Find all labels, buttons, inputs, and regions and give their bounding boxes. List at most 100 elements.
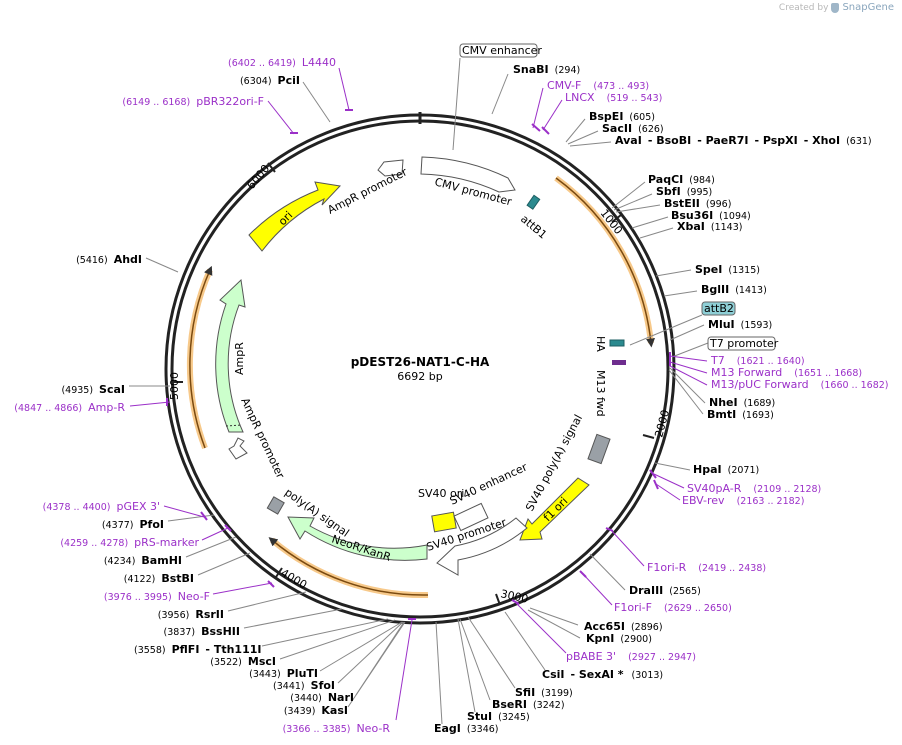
primer-cmv-f: CMV-F(473 .. 493) [547,79,649,92]
feature-attb1 [526,194,541,210]
feature-label-ampr-promoter-lower: AmpR promoter [238,396,287,481]
boxed-label-attb2: attB2 [704,302,734,315]
enzyme-acc65i: Acc65I(2896) [584,620,663,633]
enzyme-stui: StuI(3245) [467,710,530,723]
snapgene-credit: Created by SnapGene [779,2,894,13]
feature-label-attb1: attB1 [518,212,549,241]
feature-sv40-enhancer [453,502,489,532]
tick-1000 [611,214,622,223]
primer-pgex-3: (4378 .. 4400)pGEX 3' [43,500,160,513]
enzyme-nhei: NheI(1689) [709,396,775,409]
enzyme-kasi: (3439)KasI [284,704,348,717]
enzyme-pluti: (3443)PluTI [249,667,318,680]
primer-f1ori-f: F1ori-F(2629 .. 2650) [614,601,732,614]
boxed-label-t7-promoter: T7 promoter [709,337,779,350]
primer-pbabe-3: pBABE 3'(2927 .. 2947) [566,650,696,663]
enzyme-pflfi: (3558)PflFI- Tth111I [134,643,261,656]
feature-neor-kanr [287,516,428,561]
map-name: pDEST26-NAT1-C-HA [351,355,490,369]
enzyme-spei: SpeI(1315) [695,263,760,276]
feature-sv40-polya-signal [587,433,611,465]
boxed-label-cmv-enhancer: CMV enhancer [462,44,542,57]
enzyme-sbfi: SbfI(995) [656,185,712,198]
feature-sv40-promoter [436,517,528,576]
tick-4000 [275,567,283,578]
tick-2000 [642,434,655,439]
enzyme-pfoi: (4377)PfoI [102,518,164,531]
tick-label-5000: 5000 [168,372,181,400]
enzyme-bstbi: (4122)BstBI [124,572,194,585]
feature-m13-fwd [612,360,626,365]
enzyme-labels: SnaBI(294) BspEI(605) SacII(626) AvaI- B… [61,63,871,735]
primer-m13-puc-forward: M13/pUC Forward(1660 .. 1682) [711,378,889,391]
map-length: 6692 bp [397,370,442,383]
primer-neo-r: (3366 .. 3385)Neo-R [283,722,391,735]
enzyme-bamhi: (4234)BamHI [104,554,182,567]
credit-prefix: Created by [778,2,829,13]
primer-amp-r: (4847 .. 4866)Amp-R [14,401,125,414]
orf-arcs [186,175,655,599]
enzyme-bsteii: BstEII(996) [664,197,731,210]
feature-ampr [215,278,246,433]
enzyme-xbai: XbaI(1143) [677,220,742,233]
feature-ha [609,339,625,347]
boxed-attb2 [701,301,736,316]
primer-prs-marker: (4259 .. 4278)pRS-marker [60,536,199,549]
tick-3000 [495,593,501,606]
enzyme-bsshii: (3837)BssHII [164,625,240,638]
feature-small-white-arrow [377,159,404,177]
primer-t7: T7(1621 .. 1640) [710,354,805,367]
boxed-t7-promoter [707,336,776,351]
feature-ampr-dashed-mark [225,424,243,427]
tick-marks [171,162,655,606]
orf-arc-bottom-line [268,537,429,596]
feature-label-m13-fwd: M13 fwd [594,370,607,417]
enzyme-snabi: SnaBI(294) [513,63,580,76]
enzyme-hpai: HpaI(2071) [693,463,759,476]
credit-brand: SnapGene [842,2,894,13]
primer-l4440: (6402 .. 6419)L4440 [228,56,336,69]
orf-arc-left-line [189,265,213,449]
enzyme-pcii: (6304)PciI [240,74,300,87]
enzyme-bspei: BspEI(605) [589,110,655,123]
enzyme-msci: (3522)MscI [210,655,276,668]
enzyme-rsrii: (3956)RsrII [158,608,224,621]
snapgene-logo-icon [831,2,840,13]
enzyme-bseri: BseRI(3242) [492,698,565,711]
feature-ori [248,181,342,252]
backbone-inner-ring [170,119,670,619]
enzyme-kpni: KpnI(2900) [586,632,652,645]
feature-label-ampr: AmpR [233,342,246,375]
feature-label-ha: HA [594,336,607,352]
enzyme-csii: CsiI- SexAI *(3013) [542,668,663,681]
tick-6000 [267,162,276,173]
orf-arc-right-line [555,177,655,348]
feature-polya-signal [266,496,285,515]
primer-sv40pa-r: SV40pA-R(2109 .. 2128) [687,482,821,495]
primer-f1ori-r: F1ori-R(2419 .. 2438) [647,561,766,574]
enzyme-avai: AvaI- BsoBI- PaeR7I- PspXI- XhoI(631) [615,134,872,147]
feature-sv40-ori [431,511,457,533]
feature-ampr-promoter-lower [228,437,248,460]
primer-pbr322ori-f: (6149 .. 6168)pBR322ori-F [122,95,264,108]
enzyme-paqci: PaqCI(984) [648,173,715,186]
feature-cmv-promoter [420,156,516,193]
primer-m13-forward: M13 Forward(1651 .. 1668) [711,366,862,379]
primer-lncx: LNCX(519 .. 543) [565,91,662,104]
enzyme-bglii: BglII(1413) [701,283,767,296]
enzyme-sfii: SfiI(3199) [515,686,573,699]
tick-label-3000: 3000 [499,587,529,606]
primer-ebv-rev: EBV-rev(2163 .. 2182) [682,494,804,507]
enzyme-sfoi: (3441)SfoI [273,679,335,692]
primer-labels: CMV-F(473 .. 493) LNCX(519 .. 543) T7(16… [14,56,888,735]
primer-neo-f: (3976 .. 3995)Neo-F [104,590,210,603]
feature-label-ampr-promoter-upper: AmpR promoter [325,165,409,216]
feature-label-sv40-enhancer: SV40 enhancer [448,460,530,507]
enzyme-bmti: BmtI(1693) [707,408,774,421]
enzyme-scai: (4935)ScaI [61,383,125,396]
enzyme-bsu36i: Bsu36I(1094) [671,209,751,222]
feature-label-sv40-ori: SV40 ori [418,487,464,500]
enzyme-ahdi: (5416)AhdI [76,253,142,266]
enzyme-eagi: EagI(3346) [434,722,499,735]
